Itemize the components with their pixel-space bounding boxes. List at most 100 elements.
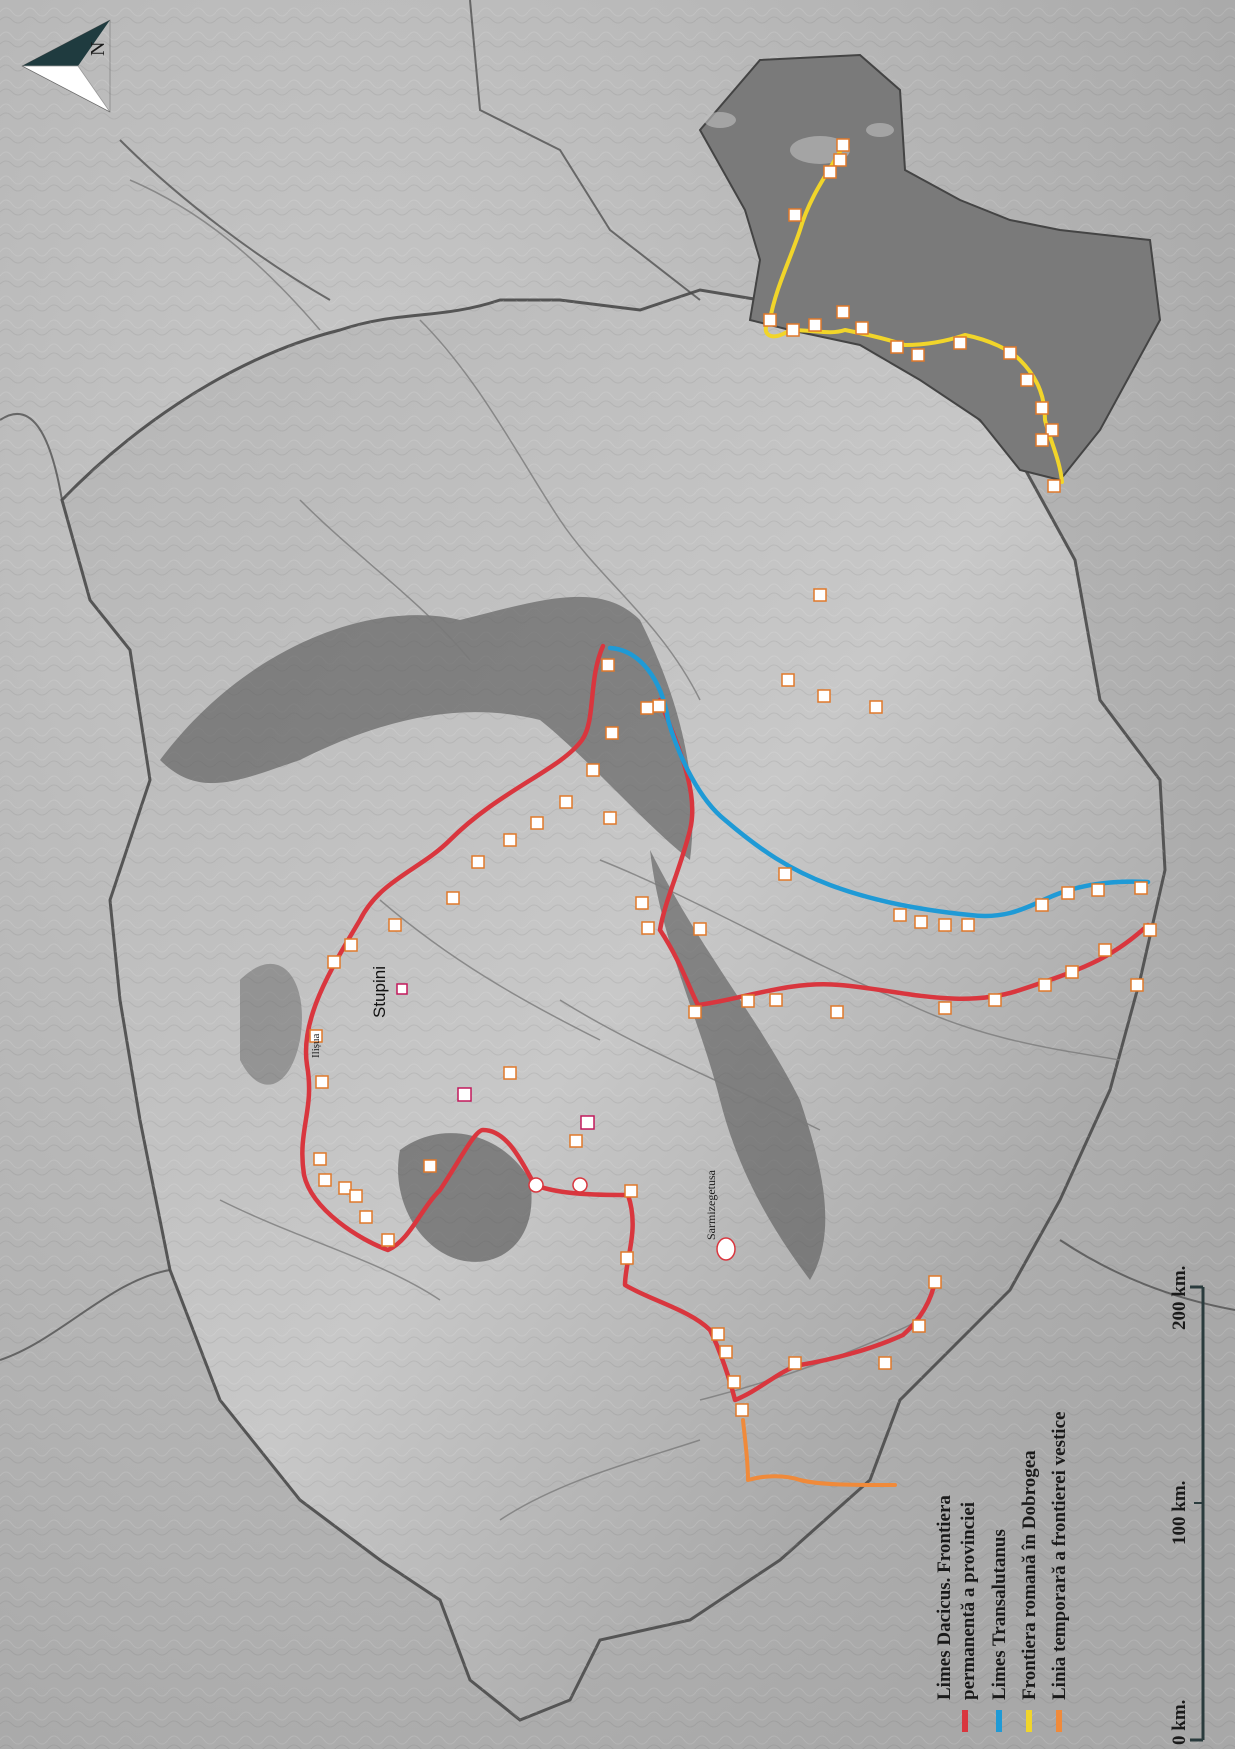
fort-marker[interactable] xyxy=(318,1173,332,1187)
fort-marker[interactable] xyxy=(735,1403,749,1417)
stupini-marker[interactable] xyxy=(396,983,408,995)
fort-marker[interactable] xyxy=(823,165,837,179)
fort-marker[interactable] xyxy=(1038,978,1052,992)
fort-marker[interactable] xyxy=(833,153,847,167)
fort-marker[interactable] xyxy=(530,816,544,830)
fort-marker[interactable] xyxy=(624,1184,638,1198)
site-circle-marker[interactable] xyxy=(528,1177,544,1193)
fort-marker[interactable] xyxy=(719,1345,733,1359)
fort-marker[interactable] xyxy=(911,348,925,362)
legend-swatch-limes-transalutanus xyxy=(996,1710,1002,1732)
limes-transalutanus-line xyxy=(607,645,1151,919)
fort-marker[interactable] xyxy=(559,795,573,809)
fort-marker[interactable] xyxy=(603,811,617,825)
fort-marker[interactable] xyxy=(1091,883,1105,897)
fort-marker[interactable] xyxy=(1134,881,1148,895)
fort-marker[interactable] xyxy=(1020,373,1034,387)
north-arrow-icon xyxy=(21,19,111,113)
fort-marker[interactable] xyxy=(763,313,777,327)
fort-marker[interactable] xyxy=(1065,965,1079,979)
fort-marker[interactable] xyxy=(928,1275,942,1289)
fort-marker[interactable] xyxy=(586,763,600,777)
fort-marker[interactable] xyxy=(878,1356,892,1370)
fort-marker[interactable] xyxy=(890,340,904,354)
fort-marker[interactable] xyxy=(1061,886,1075,900)
legend-label-frontiera-dobrogea: Frontiera romană în Dobrogea xyxy=(1019,1450,1040,1700)
fort-marker[interactable] xyxy=(693,922,707,936)
fort-marker[interactable] xyxy=(620,1251,634,1265)
fort-marker[interactable] xyxy=(1098,943,1112,957)
scale-label-100: 100 km. xyxy=(1169,1481,1190,1545)
fort-marker[interactable] xyxy=(869,700,883,714)
fort-marker[interactable] xyxy=(1045,423,1059,437)
fort-marker[interactable] xyxy=(349,1189,363,1203)
fort-marker[interactable] xyxy=(786,323,800,337)
fort-marker[interactable] xyxy=(327,955,341,969)
fort-marker[interactable] xyxy=(313,1152,327,1166)
fort-marker[interactable] xyxy=(778,867,792,881)
fort-marker[interactable] xyxy=(808,318,822,332)
fort-marker[interactable] xyxy=(727,1375,741,1389)
fort-marker[interactable] xyxy=(569,1134,583,1148)
fort-marker[interactable] xyxy=(813,588,827,602)
important-site-marker[interactable] xyxy=(457,1087,472,1102)
legend: Limes Dacicus. Frontiera permanentă a pr… xyxy=(934,1412,1070,1732)
fort-marker[interactable] xyxy=(446,891,460,905)
fort-marker[interactable] xyxy=(381,1233,395,1247)
fort-marker[interactable] xyxy=(938,1001,952,1015)
fort-marker[interactable] xyxy=(688,1005,702,1019)
fort-marker[interactable] xyxy=(836,305,850,319)
fort-marker[interactable] xyxy=(1035,401,1049,415)
fort-marker[interactable] xyxy=(503,833,517,847)
legend-swatch-linia-temporara xyxy=(1056,1710,1062,1732)
fort-marker[interactable] xyxy=(1047,479,1061,493)
fort-marker[interactable] xyxy=(1143,923,1157,937)
fort-marker[interactable] xyxy=(788,208,802,222)
frontiera-dobrogea-line xyxy=(763,146,1064,484)
fort-markers xyxy=(309,138,1157,1417)
scale-bar: 0 km. 100 km. 200 km. xyxy=(1169,1266,1205,1745)
fort-marker[interactable] xyxy=(893,908,907,922)
fort-marker[interactable] xyxy=(635,896,649,910)
fort-marker[interactable] xyxy=(912,1319,926,1333)
fort-marker[interactable] xyxy=(309,1029,323,1043)
fort-marker[interactable] xyxy=(741,994,755,1008)
fort-marker[interactable] xyxy=(788,1356,802,1370)
fort-marker[interactable] xyxy=(601,658,615,672)
fort-marker[interactable] xyxy=(1130,978,1144,992)
fort-marker[interactable] xyxy=(938,918,952,932)
fort-marker[interactable] xyxy=(359,1210,373,1224)
fort-marker[interactable] xyxy=(338,1181,352,1195)
important-site-marker[interactable] xyxy=(580,1115,595,1130)
sarmizegetusa-marker[interactable] xyxy=(716,1237,736,1261)
fort-marker[interactable] xyxy=(988,993,1002,1007)
scale-label-200: 200 km. xyxy=(1169,1266,1190,1330)
fort-marker[interactable] xyxy=(817,689,831,703)
fort-marker[interactable] xyxy=(711,1327,725,1341)
linia-temporara-line xyxy=(741,1418,897,1487)
fort-marker[interactable] xyxy=(836,138,850,152)
fort-marker[interactable] xyxy=(961,918,975,932)
site-circle-marker[interactable] xyxy=(572,1177,588,1193)
fort-marker[interactable] xyxy=(640,701,654,715)
fort-marker[interactable] xyxy=(388,918,402,932)
fort-marker[interactable] xyxy=(1003,346,1017,360)
fort-marker[interactable] xyxy=(652,699,666,713)
fort-marker[interactable] xyxy=(769,993,783,1007)
fort-marker[interactable] xyxy=(471,855,485,869)
fort-marker[interactable] xyxy=(423,1159,437,1173)
fort-marker[interactable] xyxy=(503,1066,517,1080)
fort-marker[interactable] xyxy=(315,1075,329,1089)
fort-marker[interactable] xyxy=(1035,898,1049,912)
fort-marker[interactable] xyxy=(781,673,795,687)
fort-marker[interactable] xyxy=(830,1005,844,1019)
fort-marker[interactable] xyxy=(641,921,655,935)
place-label-stupini: Stupini xyxy=(370,966,389,1018)
fort-marker[interactable] xyxy=(855,321,869,335)
fort-marker[interactable] xyxy=(953,336,967,350)
fort-marker[interactable] xyxy=(605,726,619,740)
fort-marker[interactable] xyxy=(344,938,358,952)
fort-marker[interactable] xyxy=(914,915,928,929)
fort-marker[interactable] xyxy=(1035,433,1049,447)
